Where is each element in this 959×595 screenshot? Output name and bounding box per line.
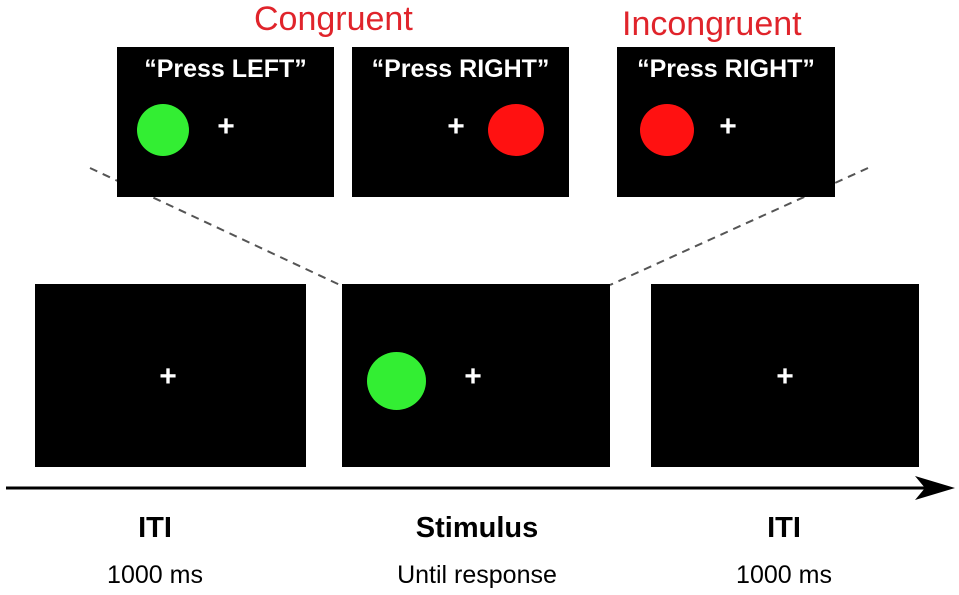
instruction-text: “Press LEFT”	[144, 55, 307, 83]
fixation-cross: +	[447, 110, 465, 143]
incongruent-label: Incongruent	[622, 5, 802, 43]
phase-title-iti-second: ITI	[767, 512, 801, 544]
phase-duration-iti-second: 1000 ms	[736, 561, 832, 589]
fixation-cross: +	[719, 110, 737, 143]
stimulus-screen: +	[342, 284, 610, 467]
green-circle-stimulus	[367, 352, 426, 410]
iti-screen-first: +	[35, 284, 306, 467]
instruction-text: “Press RIGHT”	[371, 55, 550, 83]
phase-title-stimulus: Stimulus	[415, 512, 539, 544]
instruction-text: “Press RIGHT”	[637, 55, 815, 83]
timeline-arrowhead	[915, 476, 955, 500]
fixation-cross: +	[776, 360, 794, 393]
example-screen-incongruent: “Press RIGHT” +	[617, 47, 835, 197]
fixation-cross: +	[464, 360, 482, 393]
red-circle-stimulus	[640, 104, 694, 156]
green-circle-stimulus	[137, 104, 189, 156]
fixation-cross: +	[217, 110, 235, 143]
red-circle-stimulus	[488, 104, 544, 156]
example-screen-congruent-left: “Press LEFT” +	[117, 47, 334, 197]
phase-duration-iti-first: 1000 ms	[107, 561, 203, 589]
phase-title-iti-first: ITI	[138, 512, 172, 544]
fixation-cross: +	[159, 360, 177, 393]
phase-duration-stimulus: Until response	[397, 561, 557, 589]
example-screen-congruent-right: “Press RIGHT” +	[352, 47, 569, 197]
congruent-label: Congruent	[254, 0, 413, 38]
iti-screen-second: +	[651, 284, 919, 467]
